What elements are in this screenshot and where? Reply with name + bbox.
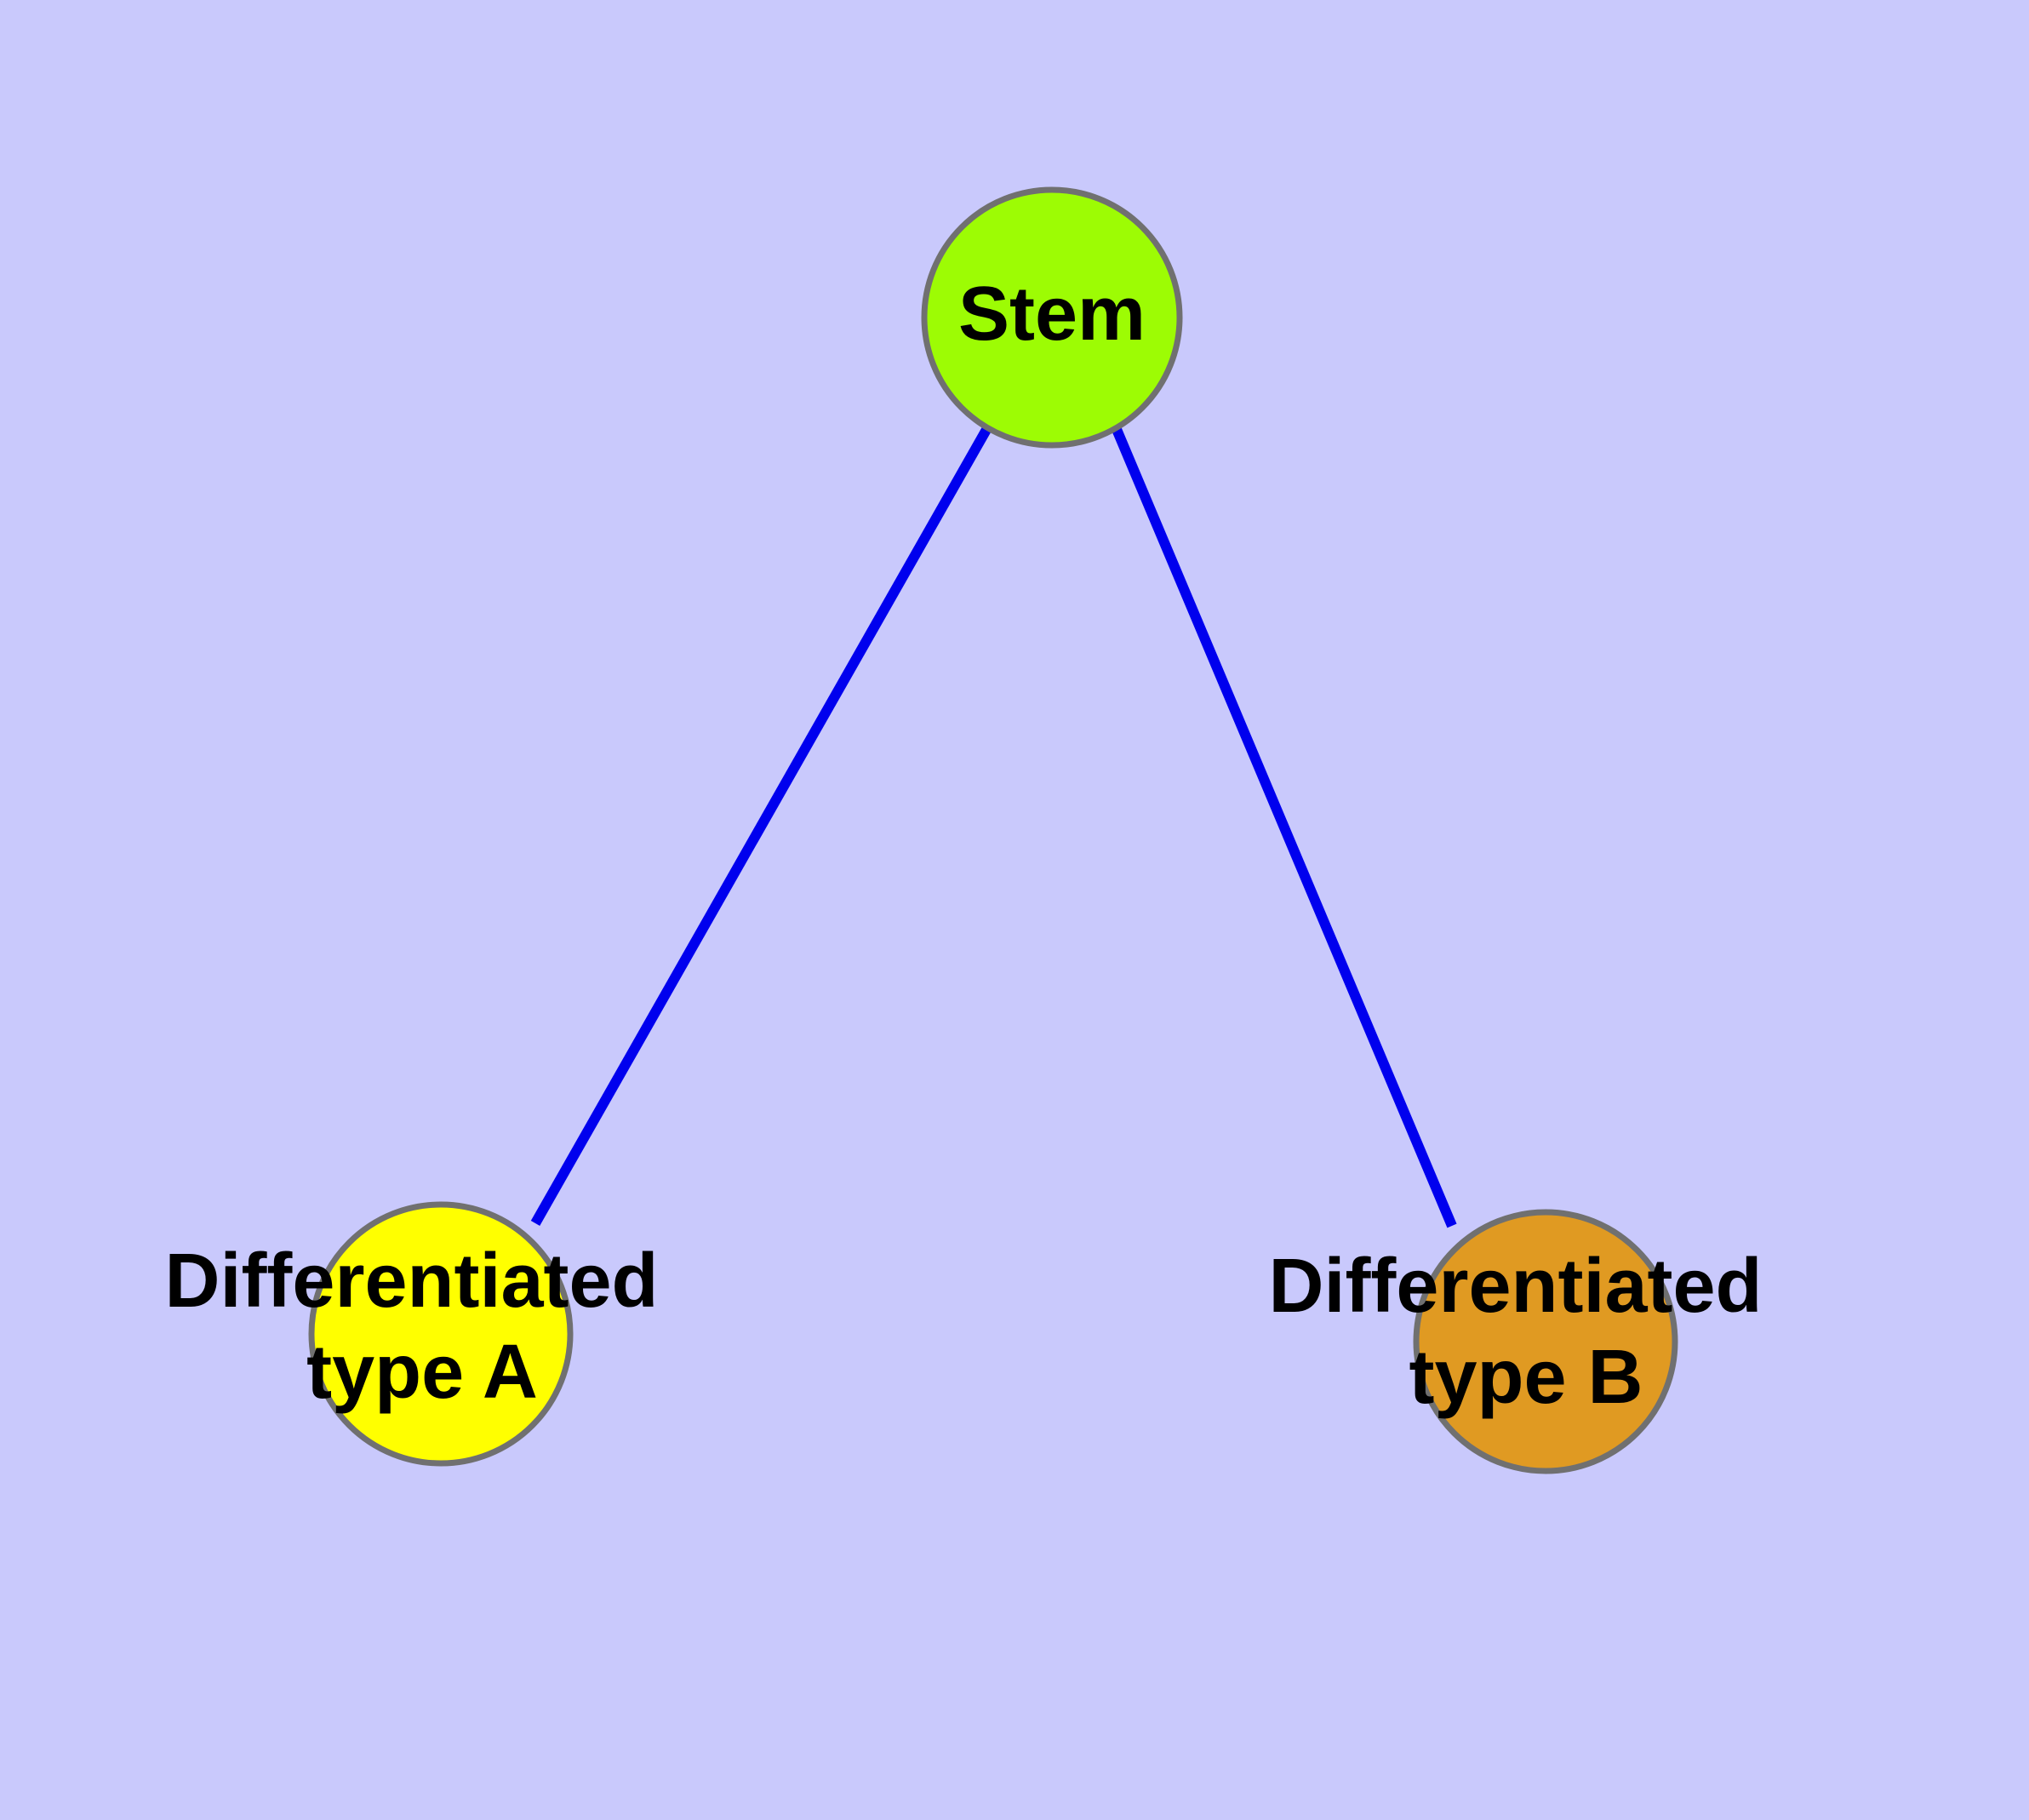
node-stem-label: Stem xyxy=(958,272,1146,357)
edge-stem-to-type-a[interactable] xyxy=(530,426,992,1226)
node-diff-type-a-label: Differentiated type A xyxy=(164,1239,679,1415)
node-diff-type-b-circle[interactable] xyxy=(1413,1209,1678,1474)
node-diff-type-b-label-line-2: type B xyxy=(1409,1335,1643,1420)
node-diff-type-a-label-line-1: Differentiated xyxy=(164,1239,658,1324)
edge-layer xyxy=(530,425,1457,1228)
node-diff-type-b[interactable] xyxy=(1413,1209,1678,1474)
edge-stem-to-type-b[interactable] xyxy=(1111,425,1457,1228)
node-diff-type-b-label-line-1: Differentiated xyxy=(1268,1244,1762,1329)
node-stem-circle[interactable] xyxy=(921,186,1183,449)
node-diff-type-a[interactable] xyxy=(308,1201,574,1467)
node-layer xyxy=(308,186,1678,1474)
label-layer: Stem Differentiated type A Differentiate… xyxy=(164,272,1783,1420)
node-diff-type-b-label: Differentiated type B xyxy=(1268,1244,1783,1420)
node-stem-label-line-1: Stem xyxy=(958,272,1146,357)
node-stem[interactable] xyxy=(921,186,1183,449)
node-diff-type-a-label-line-2: type A xyxy=(306,1330,538,1415)
node-diff-type-a-circle[interactable] xyxy=(308,1201,574,1467)
